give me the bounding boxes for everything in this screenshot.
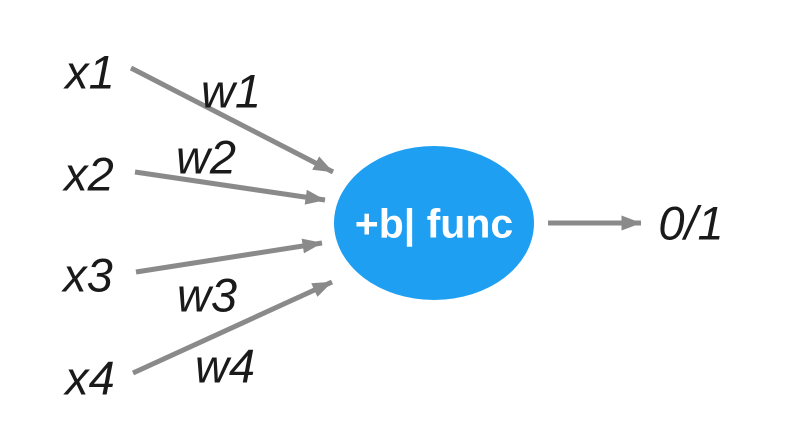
weight-label-w3: w3 — [176, 268, 238, 322]
weight-label-w2: w2 — [175, 130, 237, 184]
input-label-x3: x3 — [63, 248, 113, 302]
input-arrow-x4 — [131, 279, 334, 376]
input-arrow-x3 — [135, 238, 323, 275]
weight-label-w1: w1 — [200, 64, 262, 118]
input-label-x4: x4 — [65, 351, 115, 405]
neuron-node-label: +b| func — [354, 200, 514, 247]
input-label-x1: x1 — [65, 45, 115, 99]
input-label-x2: x2 — [64, 147, 114, 201]
output-label: 0/1 — [658, 196, 724, 250]
neuron-node — [334, 146, 534, 300]
weight-label-w4: w4 — [194, 339, 256, 393]
input-arrow-x2 — [134, 169, 326, 205]
input-arrow-x1 — [129, 65, 335, 175]
